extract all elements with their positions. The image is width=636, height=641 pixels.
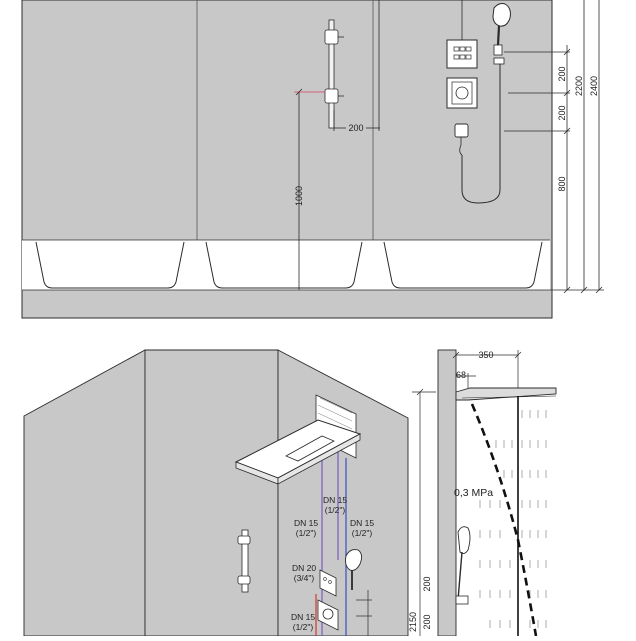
dn-size-5: (1/2") [293,622,314,632]
side-hand-shower [455,526,471,605]
iso-dim-200-lower: 200 [422,614,432,629]
grab-bar [324,19,344,129]
iso-grab-bar [237,529,251,593]
dn-label-2: DN 15 [294,518,318,528]
dim-1000: 1000 [294,186,304,206]
iso-thermostat [317,599,339,631]
side-dim-68: 68 [456,370,466,380]
side-dim-2150: 2150 [408,612,418,632]
dn-label-5: DN 15 [291,612,315,622]
front-elevation: 1000 200 [21,0,604,319]
spray-pattern [479,410,547,628]
tub-basin-1 [35,241,185,289]
push-button-plate [446,39,478,69]
left-wall [23,349,146,637]
dim-200-horizontal: 200 [348,123,363,133]
dn-label-1: DN 15 [323,495,347,505]
right-wall [277,349,409,637]
thermostat-plate [446,77,478,109]
pressure-label: 0,3 MPa [454,487,493,499]
dn-size-3: (1/2") [352,528,373,538]
side-dim-350: 350 [478,350,493,360]
dim-200-lower: 200 [557,105,567,120]
iso-hand-shower [345,549,363,590]
side-view: 2150 350 68 0,3 MPa [408,349,557,637]
spray-trajectory [470,403,538,637]
rain-shower-head [234,419,362,485]
dn-size-1: (1/2") [325,505,346,515]
side-shower-head [455,387,557,401]
dn-size-2: (1/2") [296,528,317,538]
dn-size-4: (3/4") [294,573,315,583]
dn-label-4: DN 20 [292,563,316,573]
tub-area [22,240,550,290]
dn-label-3: DN 15 [350,518,374,528]
iso-dim-200-upper: 200 [422,576,432,591]
isometric-view: DN 15 (1/2") DN 15 (1/2") DN 15 (1/2") D… [23,349,432,637]
tub-basin-3 [383,241,543,289]
iso-button-plate [319,569,337,597]
back-wall [144,349,279,637]
wall-outlet [454,123,469,156]
dim-2200: 2200 [574,76,584,96]
dim-2400: 2400 [589,76,599,96]
hand-shower [461,3,511,204]
tub-basin-2 [205,241,363,289]
dim-200-upper: 200 [557,66,567,81]
dim-800: 800 [557,176,567,191]
